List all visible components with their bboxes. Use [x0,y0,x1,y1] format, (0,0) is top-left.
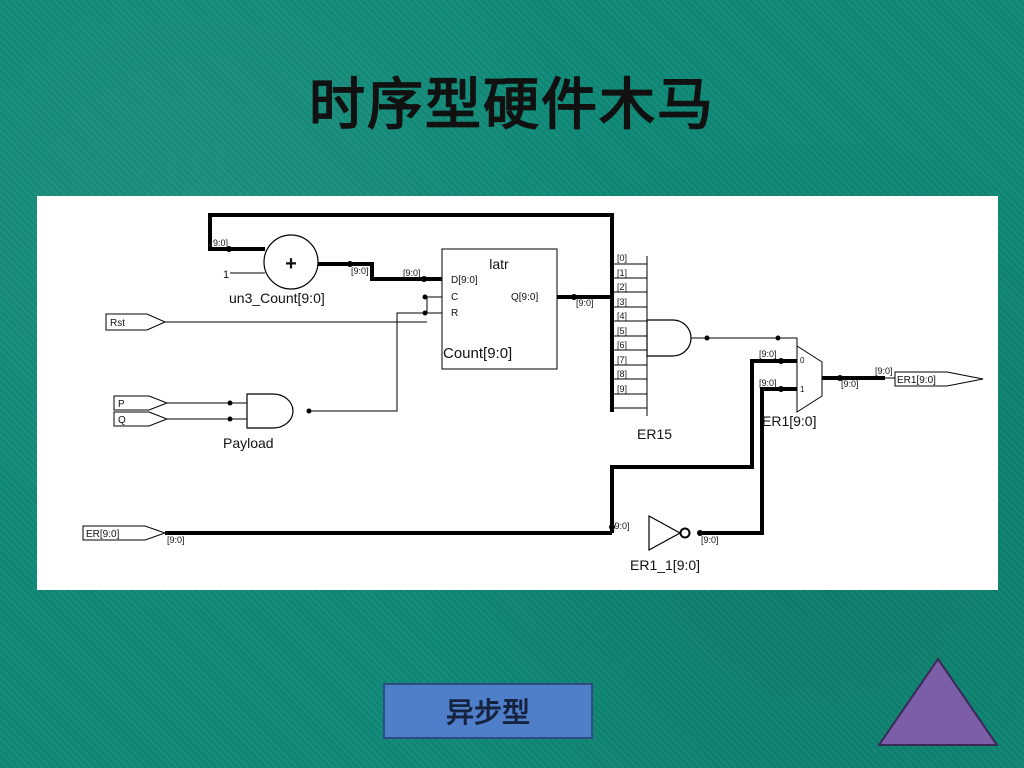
inverter-label: ER1_1[9:0] [630,557,700,573]
adder-bus-in: 9:0] [213,238,228,248]
bit-labels: [0] [1] [2] [3] [4] [5] [6] [7] [8] [9] [617,253,627,394]
payload-gate: Payload [223,393,294,451]
mux-in0-bus: [9:0] [759,349,777,359]
output-port: ER1[9:0] [894,371,984,387]
bit-label: [3] [617,297,627,307]
er-bus: [9:0] [167,535,185,545]
mux-out-bus2: [9:0] [841,379,859,389]
input-ports [82,313,169,541]
latch-q-bus: [9:0] [576,298,594,308]
latch-d-pin: D[9:0] [451,275,478,286]
mux-sel0: 0 [800,356,805,365]
adder: + un3_Count[9:0] 1 9:0] [9:0] [213,234,369,306]
latch-c-pin: C [451,292,458,303]
latch-block: latr D[9:0] C R Q[9:0] Count[9:0] [9:0] … [403,248,594,370]
circuit-diagram: + un3_Count[9:0] 1 9:0] [9:0] latr D[9:0… [37,196,998,590]
slide-title: 时序型硬件木马 [309,73,715,138]
bit-label: [5] [617,326,627,336]
mux-in1-bus: [9:0] [759,378,777,388]
er15-label: ER15 [637,426,672,442]
signal-wires [160,272,895,420]
er-port: ER[9:0] [86,529,120,540]
adder-symbol: + [285,253,297,275]
adder-label: un3_Count[9:0] [229,290,325,306]
mux-sel1: 1 [800,385,805,394]
mux-out-bus: [9:0] [875,366,893,376]
circuit-schematic: + un3_Count[9:0] 1 9:0] [9:0] latr D[9:0… [82,213,984,573]
adder-const: 1 [223,269,229,281]
bit-label: [7] [617,355,627,365]
mux-label: ER1[9:0] [762,413,816,429]
payload-label: Payload [223,435,274,451]
latch-d-bus: [9:0] [403,268,421,278]
triangle-up-icon[interactable] [876,656,1000,748]
inverter-in-bus: [9:0] [612,521,630,531]
adder-bus-out: [9:0] [351,266,369,276]
output-label: ER1[9:0] [897,375,936,386]
bit-label: [6] [617,340,627,350]
bit-label: [0] [617,253,627,263]
latch-name: latr [489,256,509,272]
bus-taps [612,256,648,416]
junction-dots [226,246,843,536]
bit-label: [4] [617,311,627,321]
latch-q-pin: Q[9:0] [511,292,538,303]
bit-label: [8] [617,369,627,379]
mux: 0 1 [9:0] [9:0] [9:0] [9:0] ER1[9:0] [759,345,893,429]
er15-gate: ER15 [637,319,692,442]
inverter: [9:0] [9:0] ER1_1[9:0] [612,514,719,573]
async-type-button[interactable]: 异步型 [383,683,593,739]
bit-label: [1] [617,268,627,278]
p-port: P [118,399,125,410]
q-port: Q [118,415,126,426]
rst-port: Rst [110,318,125,329]
inverter-out-bus: [9:0] [701,535,719,545]
latch-label: Count[9:0] [443,345,512,362]
bit-label: [2] [617,282,627,292]
latch-r-pin: R [451,308,458,319]
bit-label: [9] [617,384,627,394]
